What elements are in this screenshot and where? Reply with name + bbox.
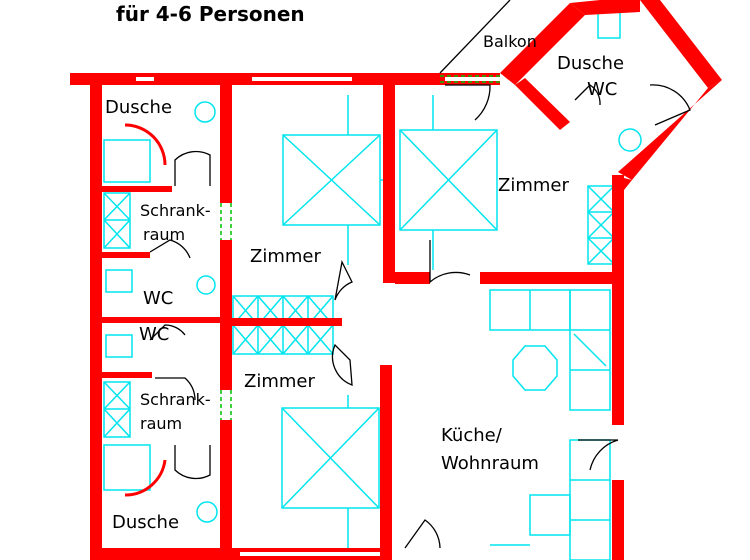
furniture-layer [103,11,642,560]
label-zimmer-lower: Zimmer [244,371,315,392]
shower-tray-top-left [103,139,151,183]
label-dusche-top-left: Dusche [105,97,172,118]
door-dusche-bottom-left [174,445,211,480]
door-dusche-wc-right [574,84,601,106]
washbasin-wc-upper [196,275,216,295]
toilet-shower-right [597,11,621,39]
label-kueche-line2: Wohnraum [441,453,539,474]
label-wc-lower: WC [139,324,169,345]
label-dusche-wc-line1: Dusche [557,53,624,74]
bed-zimmer-lower [281,395,380,548]
label-schrank-bottom-line1: Schrank- [140,390,211,409]
door-wc-upper [149,239,191,259]
label-zimmer-top-right: Zimmer [498,175,569,196]
label-wc-upper: WC [143,288,173,309]
kitchen-units [489,289,611,560]
label-schrank-top-line1: Schrank- [140,201,211,220]
door-kueche-right [578,439,619,471]
label-dusche-bottom-left: Dusche [112,512,179,533]
toilet-lower [105,334,133,358]
door-schrank-bottom [155,377,196,401]
bed-zimmer-top-right [399,95,498,270]
label-schrank-top-line2: raum [143,225,185,244]
plan-title: für 4-6 Personen [116,2,305,26]
door-wc-lower [149,324,186,341]
shower-tray-bottom-left [103,444,151,491]
label-kueche-line1: Küche/ [441,425,503,446]
walls-layer [70,0,722,560]
washbasin-shower-right [618,128,642,152]
label-schrank-bottom-line2: raum [140,414,182,433]
doors-layer [124,0,691,549]
wardrobe-schrank-top [103,192,131,249]
door-zimmer-top-right [429,240,471,284]
door-dusche-top-left [174,150,211,186]
washbasin-top-left [194,101,216,123]
label-zimmer-middle: Zimmer [250,246,321,267]
toilet-upper [105,269,133,293]
wardrobe-top-right [587,185,615,265]
door-shower-cabin-right [649,84,691,126]
door-zimmer-middle [334,259,353,301]
washbasin-bottom-left [196,501,218,523]
bed-zimmer-middle [282,95,385,265]
label-dusche-wc-line2: WC [587,79,617,100]
door-entrance [404,519,441,549]
door-balkon [445,84,491,121]
wardrobe-schrank-bottom [103,381,131,438]
windows-layer [220,75,500,420]
door-zimmer-lower [331,343,353,386]
label-balkon: Balkon [483,32,537,51]
